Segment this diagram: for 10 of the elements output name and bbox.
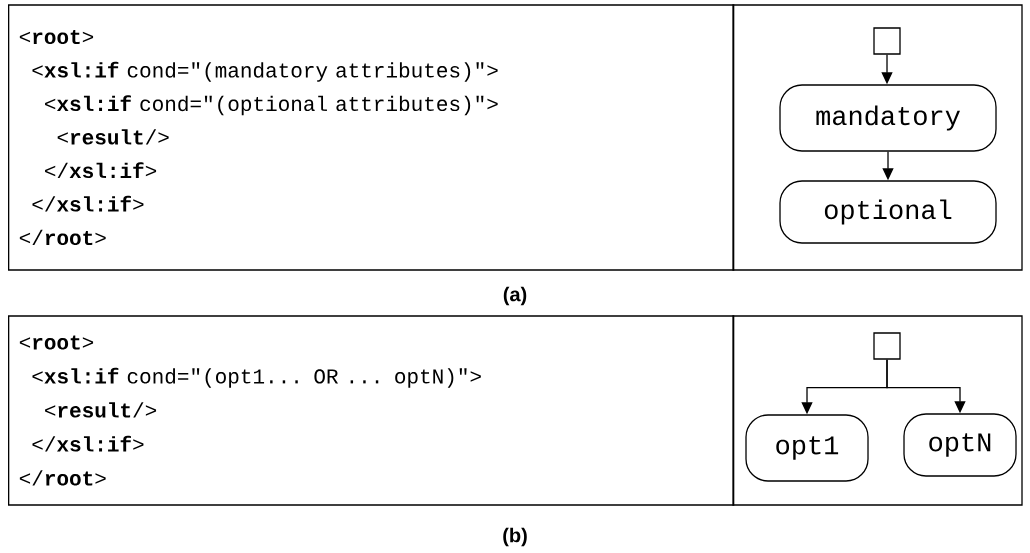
rounded-box: mandatory	[779, 84, 997, 152]
rounded-box: optional	[779, 180, 997, 244]
code-panel: <root> <xsl:if cond="(opt1... OR ... optN)"> <result/> </xsl:if> </root>	[8, 315, 735, 506]
start-square	[873, 27, 901, 55]
subfigure-label: (a)	[503, 286, 527, 306]
subfigure-label: (b)	[503, 527, 527, 547]
start-square	[873, 332, 901, 360]
rounded-box: opt1	[745, 414, 869, 482]
rounded-box: optN	[903, 413, 1017, 477]
code-panel: <root> <xsl:if cond="(mandatory attributes)"> <xsl:if cond="(optional attributes)"> <result/> </xsl:if> </xsl:if> </root>	[8, 4, 735, 271]
